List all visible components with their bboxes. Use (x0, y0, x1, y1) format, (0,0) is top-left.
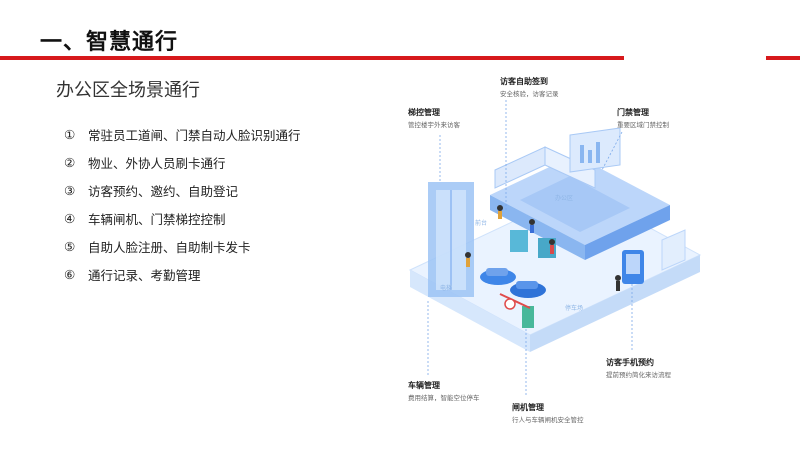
ground-side-right (530, 255, 700, 352)
list-number: ⑤ (64, 238, 76, 254)
list-number: ⑥ (64, 266, 76, 282)
person-body (466, 258, 470, 267)
callout-leaders (427, 100, 633, 395)
list-number: ② (64, 154, 76, 170)
scene-label-front: 前台 (475, 219, 487, 227)
list-text: 物业、外协人员刷卡通行 (88, 155, 226, 171)
section-subtitle: 办公区全场景通行 (56, 80, 200, 101)
person-icon (497, 205, 503, 211)
callout-gate-sub: 行人与车辆闸机安全管控 (512, 415, 584, 424)
list-item: ① 常驻员工道闸、门禁自动人脸识别通行 (64, 120, 301, 148)
page-title: 一、智慧通行 (40, 30, 179, 55)
barrier-gate (522, 306, 534, 328)
list-item: ⑥ 通行记录、考勤管理 (64, 260, 301, 288)
screen-bar (580, 145, 584, 163)
person-body (498, 211, 502, 219)
person-icon (529, 219, 535, 225)
callout-vehicle-title: 车辆管理 (408, 380, 440, 390)
callout-access-title: 门禁管理 (617, 107, 649, 117)
feature-list: ① 常驻员工道闸、门禁自动人脸识别通行 ② 物业、外协人员刷卡通行 ③ 访客预约、邀约… (64, 120, 301, 288)
car-roof (486, 268, 508, 276)
list-text: 通行记录、考勤管理 (88, 267, 201, 283)
smart-access-illustration: 电梯 停车场 办公区 前台 访客自助签到 安全核验，访客记录 梯控管理 管控楼宇… (408, 76, 702, 424)
person-body (530, 225, 534, 233)
office-floor-side-left (490, 195, 585, 260)
callout-elevator-sub: 管控楼宇外来访客 (408, 120, 461, 129)
turnstile (510, 230, 528, 252)
office-floor-side-right (585, 205, 670, 260)
callout-access-sub: 重要区域门禁控制 (617, 120, 670, 129)
list-text: 自助人脸注册、自助制卡发卡 (88, 239, 251, 255)
list-number: ① (64, 126, 76, 142)
callout-vehicle-sub: 费用结算，智能空位停车 (408, 393, 480, 402)
list-item: ③ 访客预约、邀约、自助登记 (64, 176, 301, 204)
scene-label-office: 办公区 (555, 194, 573, 202)
list-item: ⑤ 自助人脸注册、自助制卡发卡 (64, 232, 301, 260)
callout-visitor-selfservice-title: 访客自助签到 (500, 76, 548, 86)
callout-visitor-selfservice-sub: 安全核验，访客记录 (500, 89, 559, 98)
car-roof (516, 281, 538, 289)
person-icon (615, 275, 621, 281)
office-room (520, 176, 630, 232)
list-text: 车辆闸机、门禁梯控控制 (88, 211, 226, 227)
person-icon (549, 239, 555, 245)
scene-label-parking: 停车场 (565, 304, 583, 312)
screen-bar (588, 150, 592, 163)
title-underline-tail (766, 56, 800, 60)
list-item: ② 物业、外协人员刷卡通行 (64, 148, 301, 176)
screen-bar (596, 142, 600, 163)
barrier-arm (499, 293, 531, 309)
callout-visitor-mobile-title: 访客手机预约 (606, 357, 654, 367)
person-body (616, 281, 620, 291)
kiosk-screen (626, 254, 640, 274)
side-screen (661, 229, 686, 271)
scene-label-lift: 电梯 (440, 284, 452, 292)
list-text: 访客预约、邀约、自助登记 (88, 183, 239, 199)
list-item: ④ 车辆闸机、门禁梯控控制 (64, 204, 301, 232)
person-body (550, 245, 554, 254)
no-entry-icon (504, 298, 516, 310)
list-number: ③ (64, 182, 76, 198)
list-number: ④ (64, 210, 76, 226)
list-text: 常驻员工道闸、门禁自动人脸识别通行 (88, 127, 301, 143)
callout-gate-title: 闸机管理 (512, 402, 544, 412)
title-underline (0, 56, 624, 60)
callout-visitor-mobile-sub: 提前预约简化来访流程 (606, 370, 672, 379)
callout-elevator-title: 梯控管理 (408, 107, 440, 117)
person-icon (465, 252, 471, 258)
